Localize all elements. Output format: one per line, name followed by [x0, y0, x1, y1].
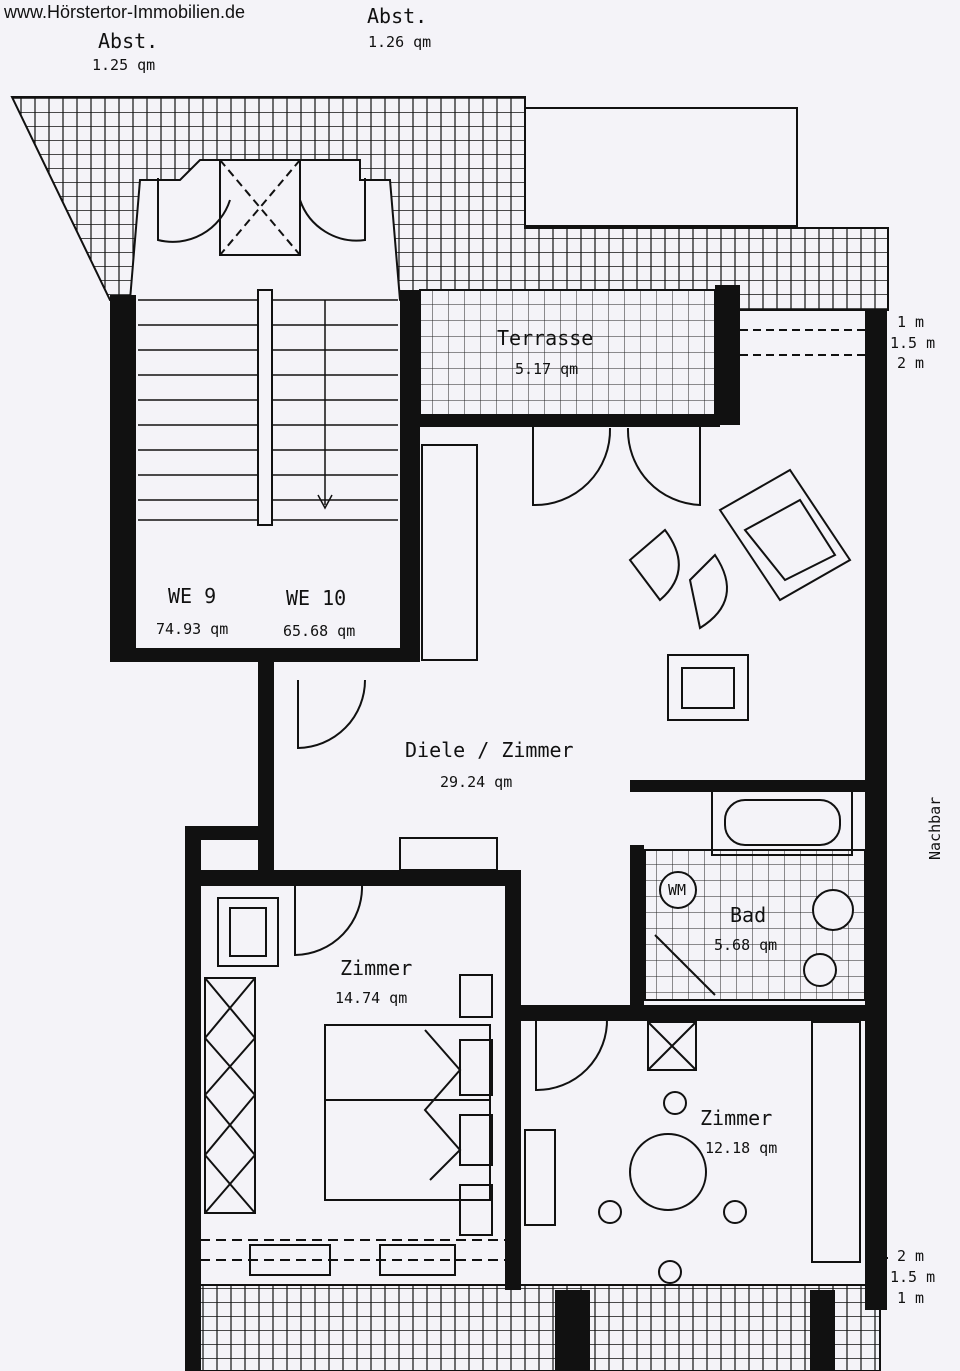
- we10-name: WE 10: [286, 586, 346, 610]
- height-top-3: 2 m: [897, 354, 924, 372]
- abst-1-name: Abst.: [98, 29, 158, 53]
- height-bottom-2: 1.5 m: [890, 1268, 935, 1286]
- zimmer-1-name: Zimmer: [340, 956, 412, 980]
- zimmer-2-name: Zimmer: [700, 1106, 772, 1130]
- diele-area: 29.24 qm: [440, 773, 512, 791]
- zimmer-2-area: 12.18 qm: [705, 1139, 777, 1157]
- height-top-2: 1.5 m: [890, 334, 935, 352]
- abst-2-area: 1.26 qm: [368, 33, 431, 51]
- abst-1-area: 1.25 qm: [92, 56, 155, 74]
- outlines: [10, 96, 889, 1371]
- height-top-1: 1 m: [897, 313, 924, 331]
- diele-name: Diele / Zimmer: [405, 738, 574, 762]
- bad-name: Bad: [730, 903, 766, 927]
- we10-area: 65.68 qm: [283, 622, 355, 640]
- we9-name: WE 9: [168, 584, 216, 608]
- terrasse-area: 5.17 qm: [515, 360, 578, 378]
- wm-label: WM: [668, 881, 686, 899]
- watermark: www.Hörstertor-Immobilien.de: [4, 2, 246, 22]
- height-bottom-3: 1 m: [897, 1289, 924, 1307]
- height-bottom-1: 2 m: [897, 1247, 924, 1265]
- we9-area: 74.93 qm: [156, 620, 228, 638]
- zimmer-1-area: 14.74 qm: [335, 989, 407, 1007]
- terrasse-name: Terrasse: [497, 326, 593, 350]
- neighbor-label: Nachbar: [926, 797, 944, 860]
- walls: [110, 285, 887, 1371]
- bad-area: 5.68 qm: [714, 936, 777, 954]
- abst-2-name: Abst.: [367, 4, 427, 28]
